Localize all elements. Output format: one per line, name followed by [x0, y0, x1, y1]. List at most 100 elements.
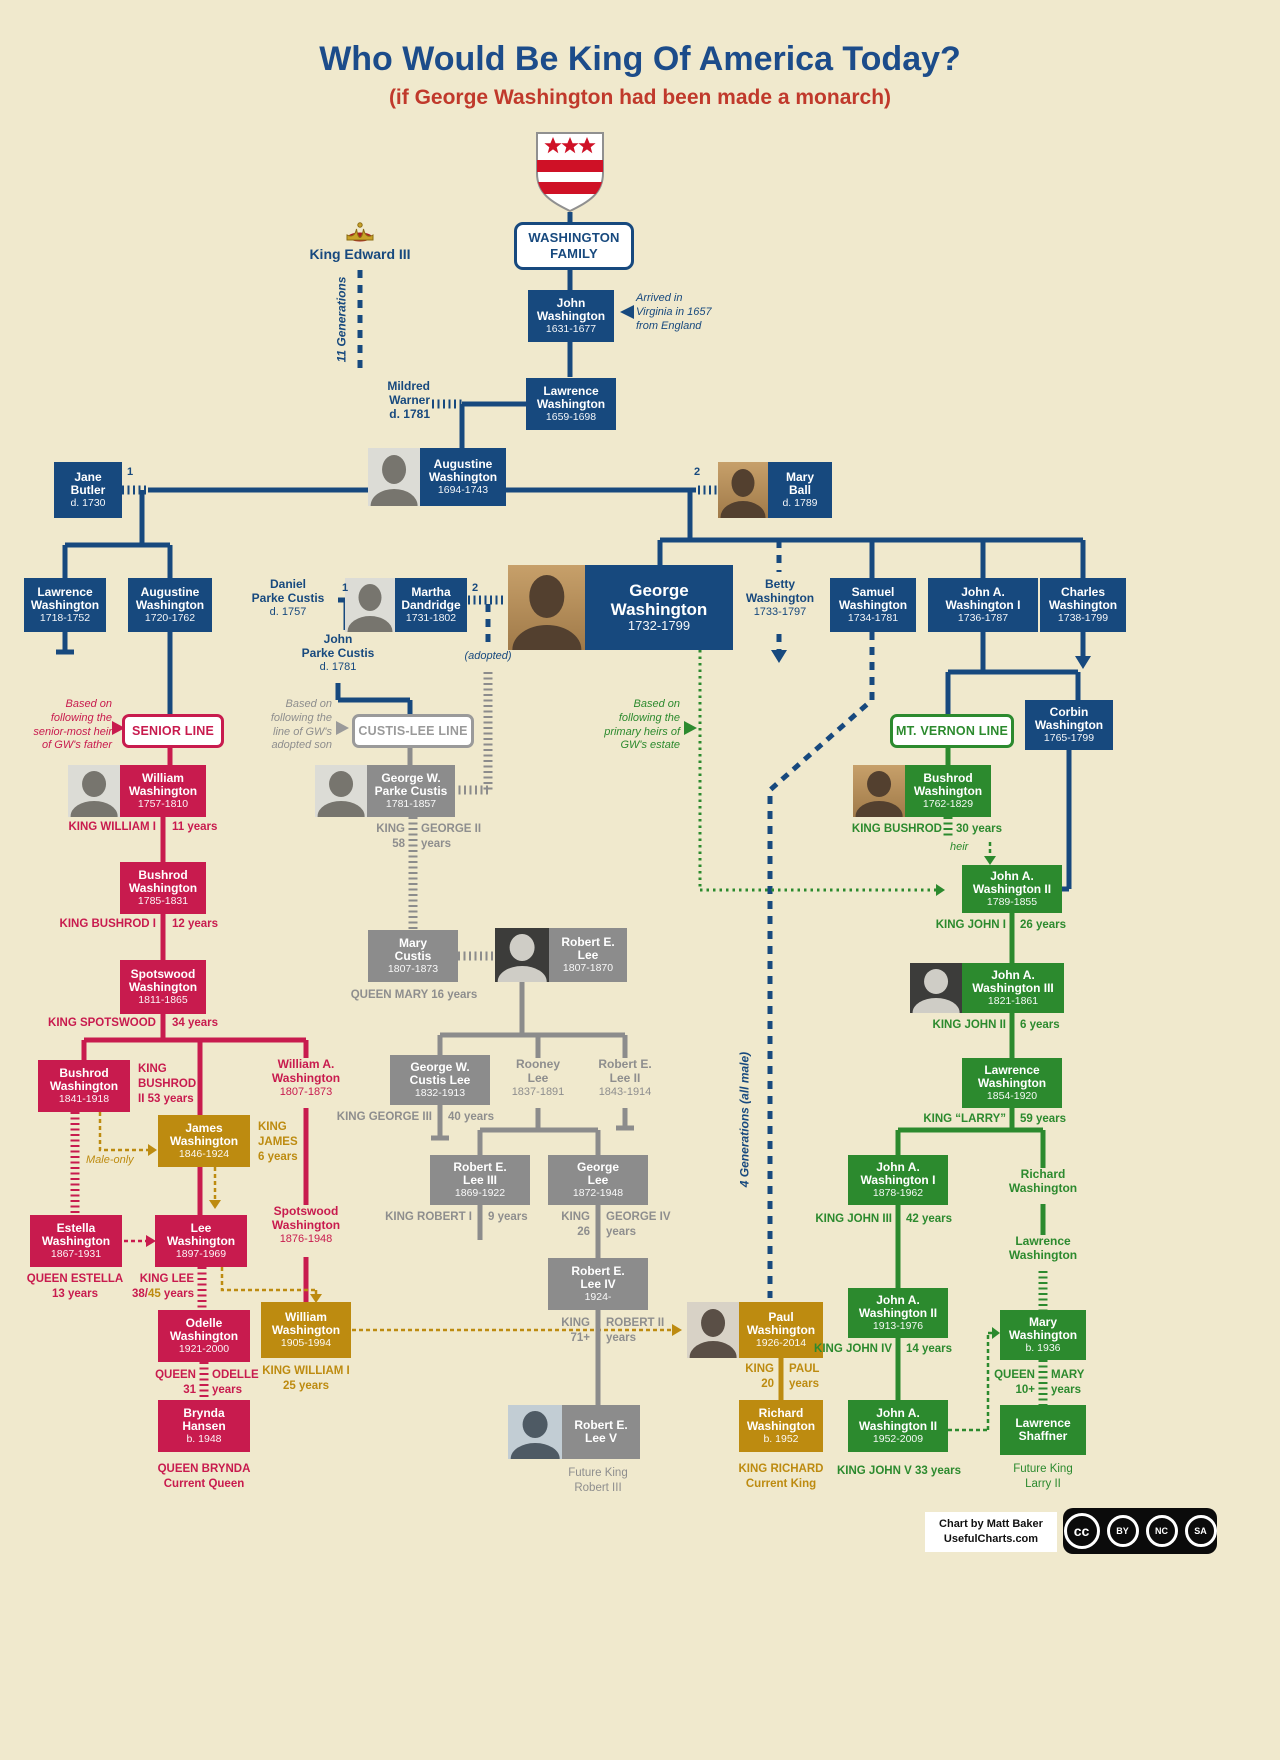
robert-e-lee-portrait	[495, 928, 549, 982]
adopted-note: (adopted)	[464, 650, 512, 662]
cc-nc-icon: NC	[1145, 1515, 1178, 1547]
king-edward-label: King Edward III	[309, 246, 411, 262]
male-only-note: Male-only	[86, 1154, 134, 1166]
augustine-washington-portrait	[368, 448, 420, 506]
marriage-number-1b: 1	[342, 582, 349, 594]
crown-icon	[346, 222, 374, 242]
person-robert-e-lee-iv: Robert E.Lee IV 1924-	[548, 1258, 648, 1310]
caption-king-william-i: KING WILLIAM I	[68, 821, 156, 833]
person-robert-e-lee-iii: Robert E.Lee III 1869-1922	[430, 1155, 530, 1205]
gray-hatched-lines	[408, 672, 495, 961]
gold-succession-arrows	[98, 1112, 672, 1332]
caption-king-robert-i: KING ROBERT I	[385, 1211, 472, 1223]
washington-family-label: WASHINGTON FAMILY	[514, 222, 634, 270]
caption-king-bushrod: KING BUSHROD	[851, 823, 942, 835]
marriage-number-2: 2	[694, 466, 701, 478]
caption-king-john-i: KING JOHN I	[935, 919, 1006, 931]
crimson-hatched-lines	[70, 1112, 209, 1400]
green-hatched-lines	[943, 817, 1048, 1405]
marriage-number-2b: 2	[472, 582, 479, 594]
caption-king-lee: KING LEE 38/45 years	[131, 1273, 194, 1300]
caption-king-george-iii-years: 40 years	[448, 1111, 495, 1123]
person-robert-e-lee-v: Robert E.Lee V	[562, 1405, 640, 1459]
cc-icon: cc	[1063, 1513, 1100, 1549]
cc-license-badge: cc BY NC SA	[1063, 1508, 1217, 1554]
person-john-a-washington-iii: John A.Washington III 1821-1861	[962, 963, 1064, 1013]
crest-stars	[544, 137, 596, 154]
senior-line-label: SENIOR LINE	[122, 714, 224, 748]
caption-king-bushrod-i: KING BUSHROD I	[59, 918, 156, 930]
navy-marriage-lines	[122, 399, 718, 605]
george-washington-portrait	[508, 565, 585, 650]
eleven-generations-note: 11 Generations	[334, 276, 349, 363]
person-gw-parke-custis: George W.Parke Custis 1781-1857	[367, 765, 455, 817]
green-dotted-line	[698, 650, 936, 892]
caption-queen-mary-16: QUEEN MARY 16 years	[350, 989, 478, 1001]
green-solid-lines	[895, 742, 1046, 1400]
mt-vernon-line-label: MT. VERNON LINE	[890, 714, 1014, 748]
william-1757-portrait	[68, 765, 120, 817]
gray-solid-lines	[407, 742, 634, 1405]
caption-king-john-iv-years: 14 years	[906, 1343, 953, 1355]
caption-king-larry: KING “LARRY”	[923, 1113, 1006, 1125]
caption-king-william-i-years: 11 years	[172, 821, 218, 833]
caption-king-robert-i-years: 9 years	[488, 1211, 528, 1223]
washington-crest-icon	[536, 132, 604, 213]
robert-e-lee-v-photo	[508, 1405, 562, 1459]
caption-king-bushrod-i-years: 12 years	[172, 918, 219, 930]
person-john-a-washington-ii-1789: John A.Washington II 1789-1855	[962, 865, 1062, 913]
caption-king-john-ii-years: 6 years	[1020, 1019, 1060, 1031]
john-a-washington-iii-portrait	[910, 963, 962, 1013]
crimson-solid-lines	[81, 742, 309, 1302]
custis-lee-line-label: CUSTIS-LEE LINE	[352, 714, 474, 748]
mary-ball-portrait	[718, 462, 768, 518]
caption-king-john-i-years: 26 years	[1020, 919, 1067, 931]
